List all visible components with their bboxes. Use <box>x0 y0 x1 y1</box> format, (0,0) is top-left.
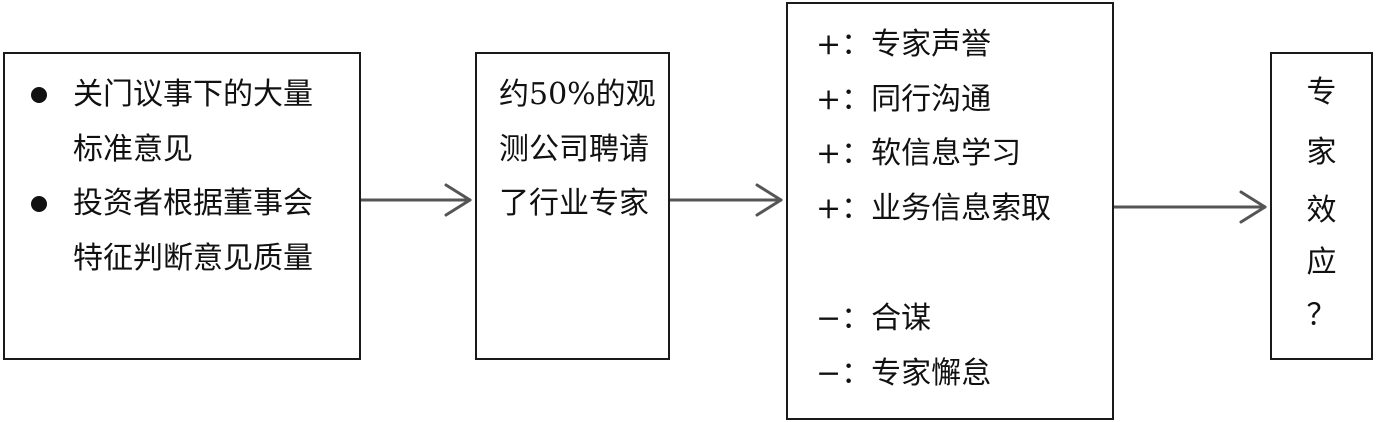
bullet2-line2: 特征判断意见质量 <box>73 241 313 276</box>
vertical-char-5: ？ <box>1306 298 1337 333</box>
vertical-char-4: 应 <box>1306 245 1337 280</box>
bullet2-line1: 投资者根据董事会 <box>73 186 313 221</box>
negative-item-1: −：合谋 <box>816 301 932 336</box>
box-mechanisms: +：专家声誉 +：同行沟通 +：软信息学习 +：业务信息索取 −：合谋 −：专家… <box>786 2 1114 420</box>
arrow-box1-to-box2 <box>359 183 472 217</box>
vertical-char-3: 效 <box>1306 193 1337 228</box>
positive-item-3: +：软信息学习 <box>816 136 1022 171</box>
bullet-icon <box>31 87 47 103</box>
vertical-char-1: 专 <box>1306 75 1337 110</box>
bullet1-line2: 标准意见 <box>73 132 193 167</box>
box2-line3: 了行业专家 <box>499 186 649 221</box>
arrow-box3-to-box4 <box>1112 190 1267 224</box>
vertical-char-2: 家 <box>1306 135 1337 170</box>
positive-item-4: +：业务信息索取 <box>816 191 1052 226</box>
positive-item-2: +：同行沟通 <box>816 82 992 117</box>
negative-item-2: −：专家懈怠 <box>816 356 992 391</box>
box2-line2: 测公司聘请 <box>499 132 649 167</box>
box-closed-door-opinions: 关门议事下的大量 标准意见 投资者根据董事会 特征判断意见质量 <box>3 52 361 360</box>
box-industry-experts: 约50%的观 测公司聘请 了行业专家 <box>475 52 670 360</box>
box-expert-effect: 专 家 效 应 ？ <box>1270 52 1373 360</box>
arrow-box2-to-box3 <box>668 183 783 217</box>
positive-item-1: +：专家声誉 <box>816 27 992 62</box>
bullet1-line1: 关门议事下的大量 <box>73 77 313 112</box>
bullet-icon <box>31 196 47 212</box>
box2-line1: 约50%的观 <box>499 77 656 112</box>
